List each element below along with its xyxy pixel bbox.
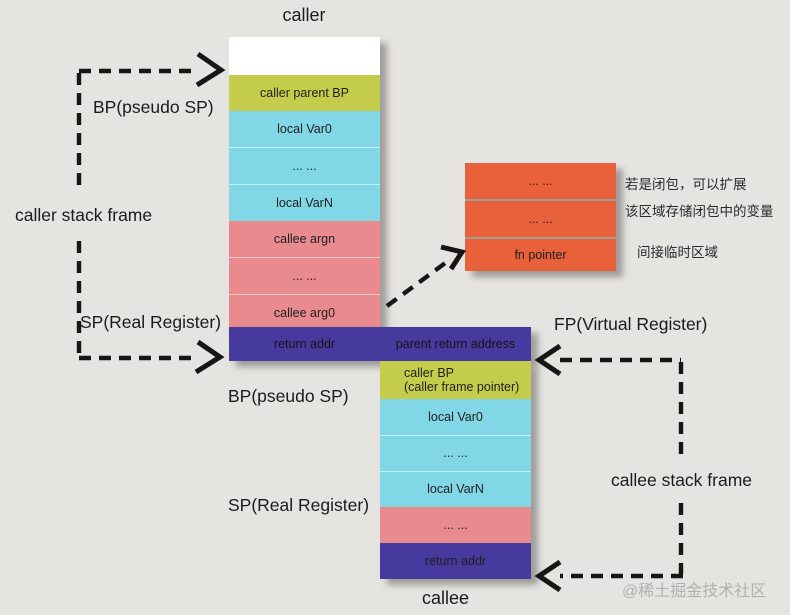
callee-sp-label: SP(Real Register) [228,495,370,515]
caller-stack-frame-label: caller stack frame [15,205,153,225]
parent-return-address-cell: parent return address [395,337,516,351]
bp-pseudo-sp-arrow [79,51,226,88]
callee-bp-label: BP(pseudo SP) [228,386,349,406]
return-addr-cell: return addr [273,337,336,351]
caller-bp-label: BP(pseudo SP) [93,97,214,117]
fn-pointer-arrow [385,244,467,308]
caller-stack: caller parent BP local Var0 ... ... loca… [229,37,380,331]
callee-local-ellipsis-cell: ... ... [380,435,531,471]
caller-stack-empty-top [229,37,380,75]
closure-ellipsis2-cell: ... ... [465,199,616,237]
callee-stack-frame-label: callee stack frame [611,470,753,490]
closure-temp-area: ... ... ... ... fn pointer [465,163,616,271]
caller-local-varn-cell: local VarN [229,184,380,221]
callee-argn-cell: callee argn [229,221,380,257]
caller-bp-cell: caller BP (caller frame pointer) [380,361,531,399]
callee-return-addr-cell: return addr [380,543,531,579]
closure-note-line1: 若是闭包，可以扩展 [625,177,747,192]
closure-note: 若是闭包，可以扩展 该区域存储闭包中的变量 [625,171,774,225]
callee-local-var0-cell: local Var0 [380,399,531,435]
callee-title: callee [421,588,470,608]
callee-fp-label: FP(Virtual Register) [554,314,708,334]
caller-bp-line2: (caller frame pointer) [404,380,520,394]
closure-note-line2: 该区域存储闭包中的变量 [625,204,774,219]
fn-pointer-cell: fn pointer [465,237,616,271]
callee-ellipsis-cell: ... ... [380,507,531,543]
caller-title: caller [282,5,326,25]
caller-parent-bp-cell: caller parent BP [229,75,380,111]
closure-ellipsis1-cell: ... ... [465,163,616,199]
callee-arg0-cell: callee arg0 [229,294,380,331]
caller-local-ellipsis-cell: ... ... [229,147,380,184]
callee-stack: caller BP (caller frame pointer) local V… [380,361,531,579]
watermark: @稀土掘金技术社区 [622,583,767,600]
temp-area-note: 间接临时区域 [637,245,718,260]
caller-bp-line1: caller BP [404,365,455,380]
callee-arg-ellipsis-cell: ... ... [229,257,380,294]
return-address-bar: return addr parent return address [229,327,531,361]
callee-local-varn-cell: local VarN [380,471,531,507]
fp-virtual-register-arrow [534,343,684,456]
caller-sp-label: SP(Real Register) [80,312,222,332]
caller-local-var0-cell: local Var0 [229,111,380,147]
sp-real-register-arrow [79,339,225,375]
